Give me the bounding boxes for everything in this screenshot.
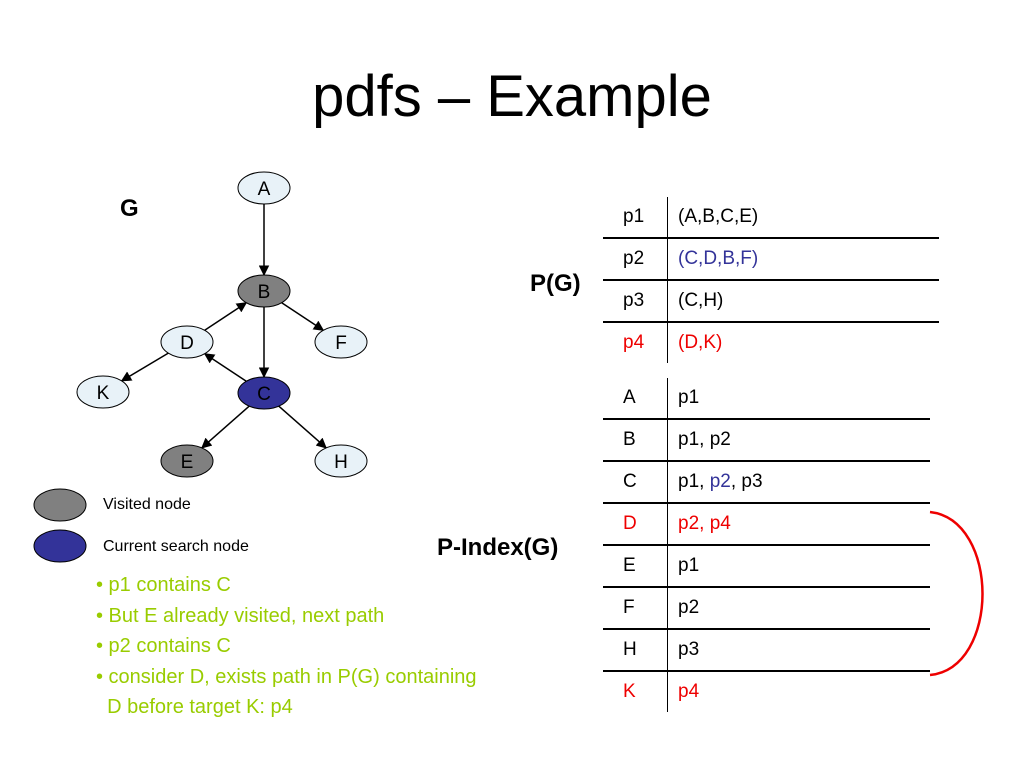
node-e: E [160,444,214,478]
edge-c-h [278,405,327,449]
path-id: p3 [603,279,668,322]
node-label: K [97,383,110,404]
legend-current-swatch [33,529,87,563]
edge-d-k [120,352,169,382]
index-node: K [603,670,668,712]
index-path-item: p1 [678,387,700,408]
node-label: B [258,282,271,303]
table-row: p4(D,K) [603,321,939,363]
node-label: C [257,384,271,405]
index-path-item: p3 [741,471,763,492]
index-node: B [603,418,668,461]
node-a: A [237,171,291,205]
index-bracket [929,510,984,677]
node-shape [314,444,368,478]
node-h: H [314,444,368,478]
node-shape [160,444,214,478]
node-c: C [237,376,291,410]
index-node: D [603,502,668,545]
notes-list: • p1 contains C • But E already visited,… [96,570,477,723]
path-nodes: (D,K) [667,321,939,363]
node-shape [237,376,291,410]
edge-c-e [201,405,250,449]
index-separator: , [699,471,710,492]
index-paths: p4 [667,670,930,712]
note-item: • p1 contains C [96,574,231,596]
index-separator: , [730,471,742,492]
index-node: H [603,628,668,671]
index-paths: p1, p2, p3 [667,460,930,503]
node-d: D [160,325,214,359]
index-path-item: p2, p4 [678,513,731,534]
note-item: • But E already visited, next path [96,604,385,627]
path-nodes: (C,H) [667,279,939,322]
index-path-item: p2 [678,597,700,618]
node-label: H [334,452,348,473]
note-item: • consider D, exists path in P(G) contai… [96,665,477,688]
graph-label: G [120,195,139,222]
node-shape [160,325,214,359]
index-path-item: p1 [678,471,700,492]
node-shape [237,274,291,308]
index-path-item: p4 [678,681,700,702]
node-label: F [335,333,347,354]
table-row: p2(C,D,B,F) [603,237,939,280]
index-paths: p2 [667,586,930,629]
index-path-item: p2 [709,471,731,492]
index-paths: p1 [668,378,931,419]
path-nodes: (C,D,B,F) [667,237,939,280]
index-path-item: p1, p2 [678,429,731,450]
index-node: F [603,586,668,629]
table-row: p1 (A,B,C,E) [603,197,939,238]
index-table-label: P-Index(G) [437,534,559,561]
index-paths: p3 [667,628,930,671]
index-path-item: p1 [678,555,700,576]
index-node: C [603,460,668,503]
index-paths: p2, p4 [667,502,930,545]
note-item: D before target K: p4 [96,696,293,718]
node-label: D [180,333,194,354]
paths-table-label: P(G) [530,270,581,297]
node-shape [237,171,291,205]
slide-title: pdfs – Example [312,64,712,129]
paths-table: p1 (A,B,C,E) p2(C,D,B,F)p3(C,H)p4(D,K) [603,197,939,363]
index-paths: p1, p2 [667,418,930,461]
node-f: F [314,325,368,359]
node-label: E [181,452,194,473]
table-row: p3(C,H) [603,279,939,322]
index-node: E [603,544,668,587]
node-shape [76,375,130,409]
node-label: A [258,179,271,200]
edge-c-d [203,353,247,382]
node-k: K [76,375,130,409]
path-id: p1 [603,197,668,238]
node-b: B [237,274,291,308]
path-nodes: (A,B,C,E) [678,206,759,227]
path-id: p4 [603,321,668,363]
note-item: • p2 contains C [96,635,231,657]
legend-visited-label: Visited node [103,496,191,513]
index-paths: p1 [667,544,930,587]
edge-b-f [281,302,325,331]
node-shape [314,325,368,359]
path-id: p2 [603,237,668,280]
index-node: A [603,378,668,419]
index-path-item: p3 [678,639,700,660]
edge-d-b [204,302,248,331]
legend-current-label: Current search node [103,538,249,555]
legend-visited-swatch [33,488,87,522]
